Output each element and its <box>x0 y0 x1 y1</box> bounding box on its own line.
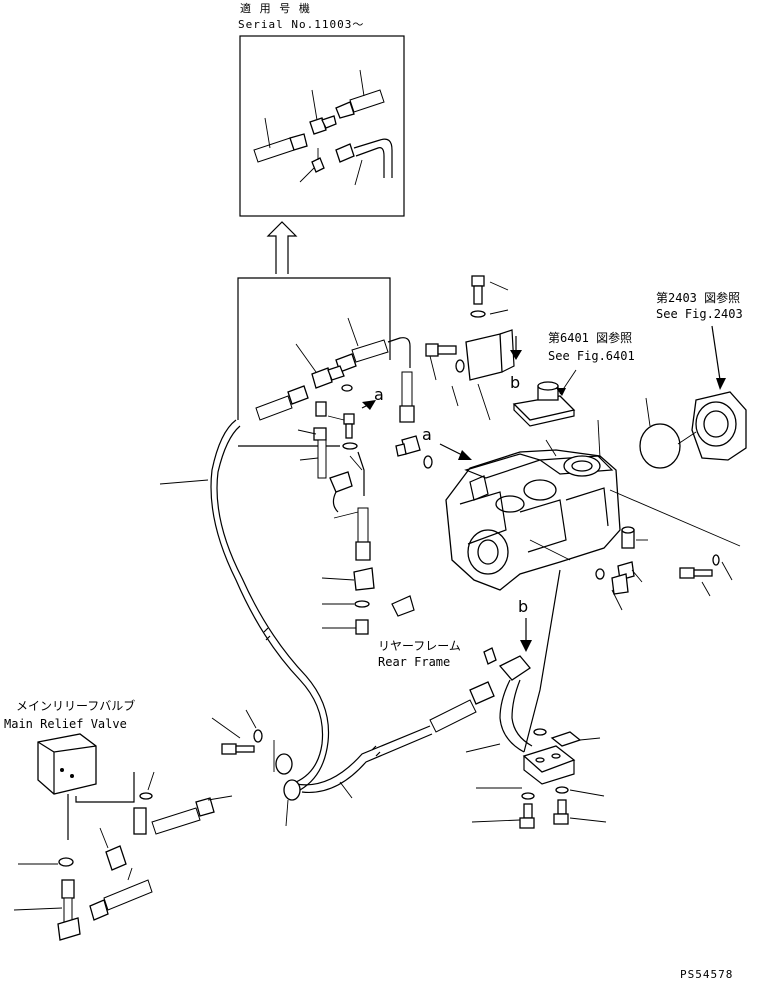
page-code: PS54578 <box>680 968 733 981</box>
serial-number-label: Serial No.11003〜 <box>238 18 364 31</box>
clamp-lower <box>329 455 363 513</box>
bolt-top <box>470 275 509 318</box>
serial-inset: 適 用 号 機 Serial No.11003〜 <box>238 1 405 217</box>
inset-bent-tube <box>335 138 393 186</box>
fig-6401-en: See Fig.6401 <box>548 349 635 363</box>
inset-elbow-fitting <box>299 148 325 183</box>
fig-6401-jp: 第6401 図参照 <box>548 330 632 345</box>
fig-2403-jp: 第2403 図参照 <box>656 290 740 305</box>
fig-6401-part: 第6401 図参照 See Fig.6401 <box>512 330 635 427</box>
hose-left-detail <box>255 385 309 421</box>
main-relief-label: メインリリーフバルブ Main Relief Valve <box>4 698 135 731</box>
callout-a-lower-label: a <box>422 425 432 444</box>
mount-block-lower <box>321 567 375 635</box>
detail-arrow <box>266 221 298 274</box>
callout-a-upper-label: a <box>374 385 384 404</box>
long-hose-lower <box>295 681 495 799</box>
clamp-hose <box>273 740 301 827</box>
main-relief-valve <box>37 733 135 840</box>
bracket-plate <box>465 329 515 421</box>
rear-frame-label: リヤーフレーム Rear Frame <box>378 639 461 669</box>
inset-hose-left <box>253 117 308 163</box>
inset-frame <box>239 35 405 217</box>
relief-lower-fittings <box>13 857 153 941</box>
long-hose-left <box>159 419 330 791</box>
tee-fitting-main <box>295 343 345 389</box>
inset-tee-fitting <box>309 89 337 135</box>
hose-assembly-upper <box>335 317 411 373</box>
callout-b-lower: b <box>518 597 532 652</box>
bolt-side <box>425 343 465 407</box>
callout-a-lower: a <box>422 425 472 460</box>
bolt-and-washer-mid <box>327 413 358 450</box>
fig-2403-part: 第2403 図参照 See Fig.2403 <box>639 290 747 469</box>
applicable-serial-label: 適 用 号 機 <box>240 1 311 15</box>
hydraulic-pump <box>445 419 741 591</box>
frame-bracket-small <box>391 595 415 617</box>
hose-to-relief <box>465 569 561 753</box>
callout-b-upper-label: b <box>510 373 520 392</box>
callout-b-upper: b <box>510 336 522 392</box>
rear-frame-jp: リヤーフレーム <box>378 639 461 653</box>
small-fittings-stack <box>297 401 327 479</box>
vertical-tube-right <box>399 371 415 423</box>
rear-frame-en: Rear Frame <box>378 655 450 669</box>
main-relief-en: Main Relief Valve <box>4 717 127 731</box>
relief-fittings <box>99 709 263 871</box>
valve-block-lower <box>522 728 601 785</box>
inset-hose-upper-right <box>335 69 385 119</box>
bolts-lower-block <box>471 786 607 829</box>
detail-bracket <box>237 277 391 447</box>
tee-fitting-a <box>395 435 433 469</box>
fig-2403-en: See Fig.2403 <box>656 307 743 321</box>
main-relief-jp: メインリリーフバルブ <box>16 698 135 713</box>
side-fittings-right <box>595 526 733 611</box>
callout-a-upper: a <box>341 384 384 410</box>
callout-b-lower-label: b <box>518 597 528 616</box>
pilot-line-vertical <box>333 451 371 561</box>
